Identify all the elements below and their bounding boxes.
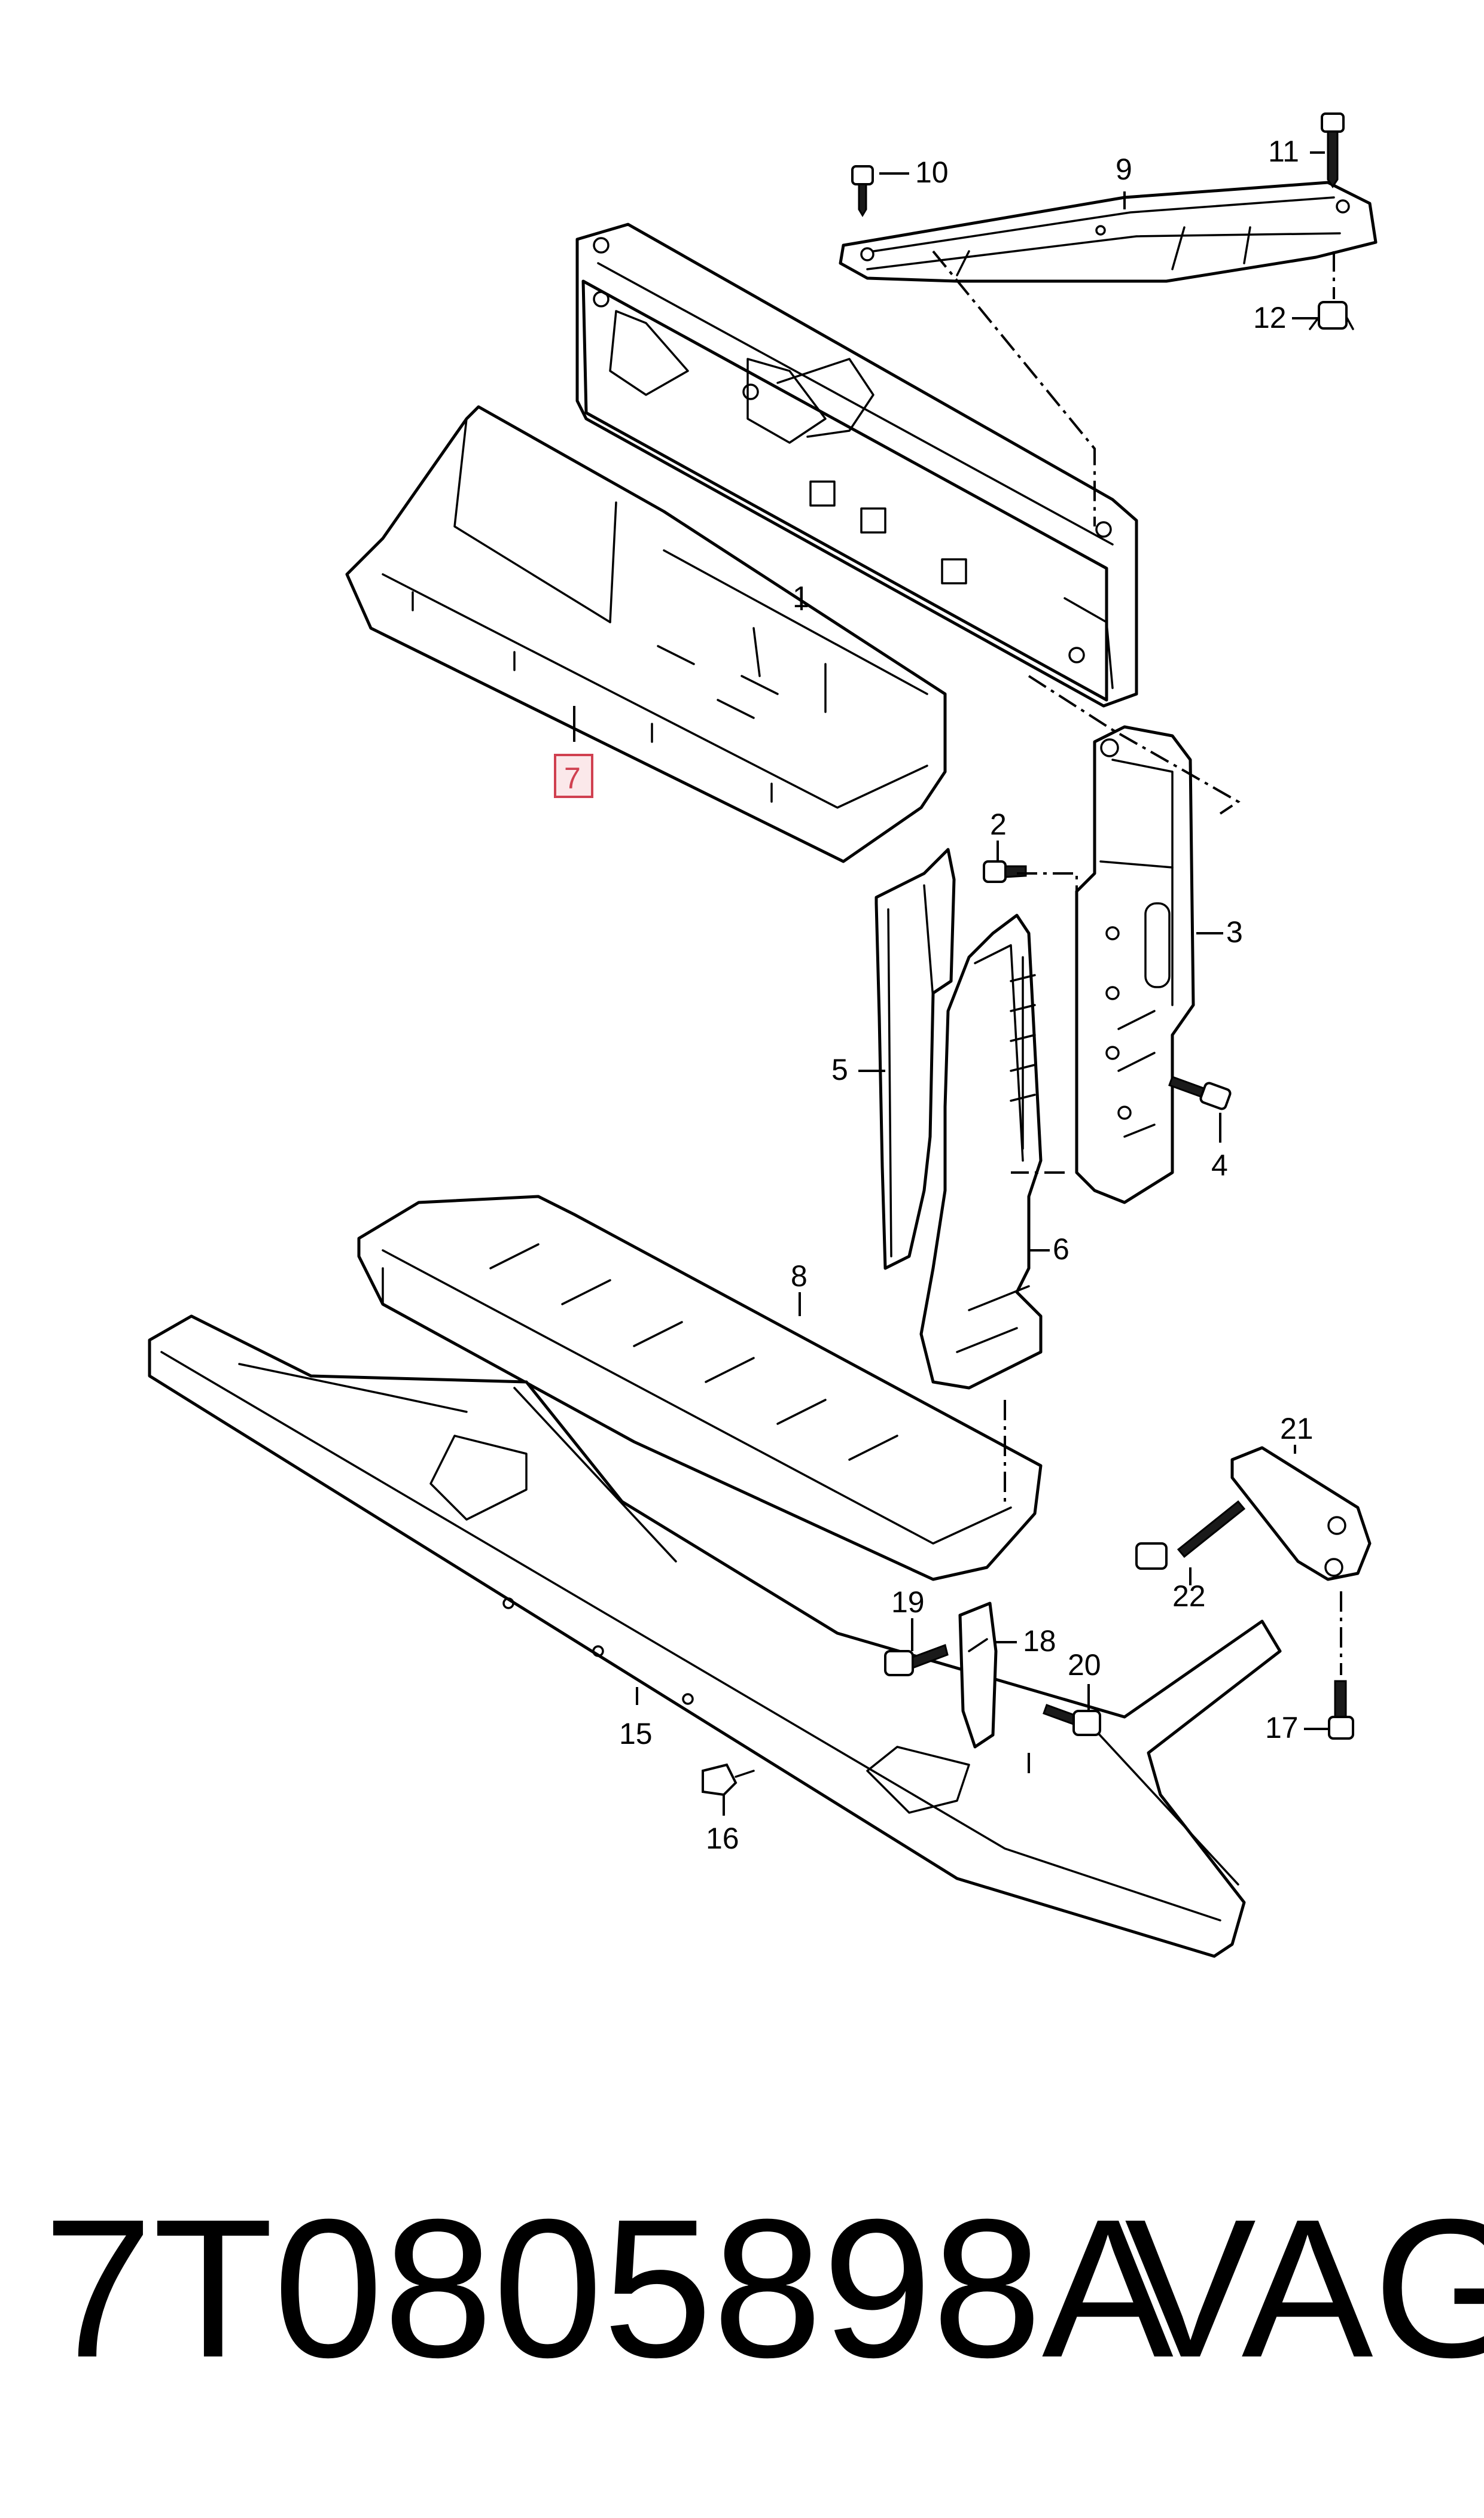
alignment-line [932,250,1096,526]
callout-10: 10 [915,156,949,189]
callout-9: 9 [1116,153,1132,186]
bolt-17 [1328,1680,1354,1740]
upper-crossmember-part-9 [839,181,1378,283]
bolt-11 [1321,112,1345,188]
bolt-22 [1135,1500,1246,1570]
callout-19: 19 [891,1585,925,1619]
callout-3: 3 [1226,915,1243,949]
callout-12: 12 [1253,301,1287,334]
air-guide-part-7 [345,405,947,863]
callout-5: 5 [831,1053,848,1086]
part-number-caption: 7T0805898A [43,2178,1174,2398]
callout-21: 21 [1280,1412,1314,1445]
callout-22: 22 [1172,1579,1206,1613]
bracket-part-21 [1230,1446,1372,1581]
clip-nut-12 [1309,301,1354,330]
air-duct-left-part-5 [874,848,956,1270]
callout-11: 11 [1268,135,1299,168]
alignment-line [1017,872,1078,897]
callout-8: 8 [791,1259,807,1293]
leader-lines [573,151,1329,1816]
alignment-line [1028,675,1241,815]
bracket-part-18 [958,1601,998,1749]
lock-carrier-part-1 [575,223,1138,708]
brand-caption: VAG [1125,2178,1484,2398]
lower-deflector-part-8 [357,1195,1043,1581]
callout-18: 18 [1023,1624,1056,1658]
callout-6: 6 [1053,1232,1069,1266]
callout-16: 16 [706,1822,739,1855]
bolt-4 [1168,1076,1232,1110]
callout-2: 2 [990,808,1007,841]
bolt-2 [983,860,1027,883]
callout-20: 20 [1068,1648,1101,1682]
callout-7: 7 [564,762,581,795]
callout-4: 4 [1211,1149,1228,1182]
clip-16 [702,1763,755,1797]
highlight-box-7 [554,754,593,798]
lower-crossmember-part-15 [148,1314,1282,1958]
bolt-19 [884,1644,949,1676]
bolt-20 [1043,1704,1101,1736]
callout-17: 17 [1265,1711,1299,1744]
callout-15: 15 [619,1717,653,1750]
callout-1: 1 [793,580,809,614]
air-duct-right-part-6 [919,914,1043,1390]
side-bracket-part-3 [1075,725,1195,1204]
bolt-10 [851,165,874,217]
